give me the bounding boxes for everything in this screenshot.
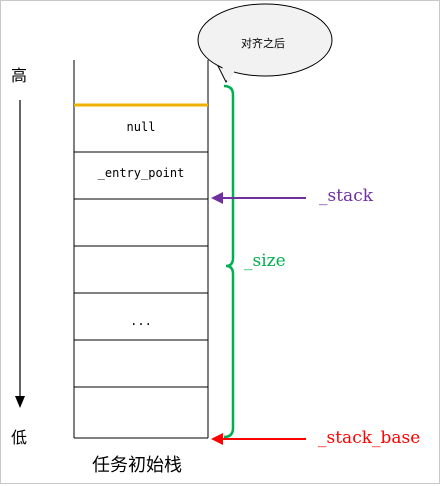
stack-cell-ellipsis: ... <box>130 314 152 328</box>
stack-pointer-label: _stack <box>319 186 374 206</box>
callout-text: 对齐之后 <box>241 37 285 50</box>
stack-pointer-arrowhead <box>211 192 223 204</box>
axis-high-label: 高 <box>11 66 28 85</box>
stack-cell-null: null <box>126 120 156 134</box>
stack-base-arrowhead <box>211 433 223 445</box>
stack-cell-entry-point: _entry_point <box>97 166 185 180</box>
axis-arrowhead <box>15 396 25 408</box>
stack-base-label: _stack_base <box>318 428 421 448</box>
size-label: _size <box>244 251 286 271</box>
size-brace <box>223 84 235 439</box>
callout-bubble <box>197 3 333 84</box>
stack-caption: 任务初始栈 <box>92 455 182 476</box>
cell-dividers <box>74 151 208 439</box>
axis-low-label: 低 <box>11 428 28 447</box>
